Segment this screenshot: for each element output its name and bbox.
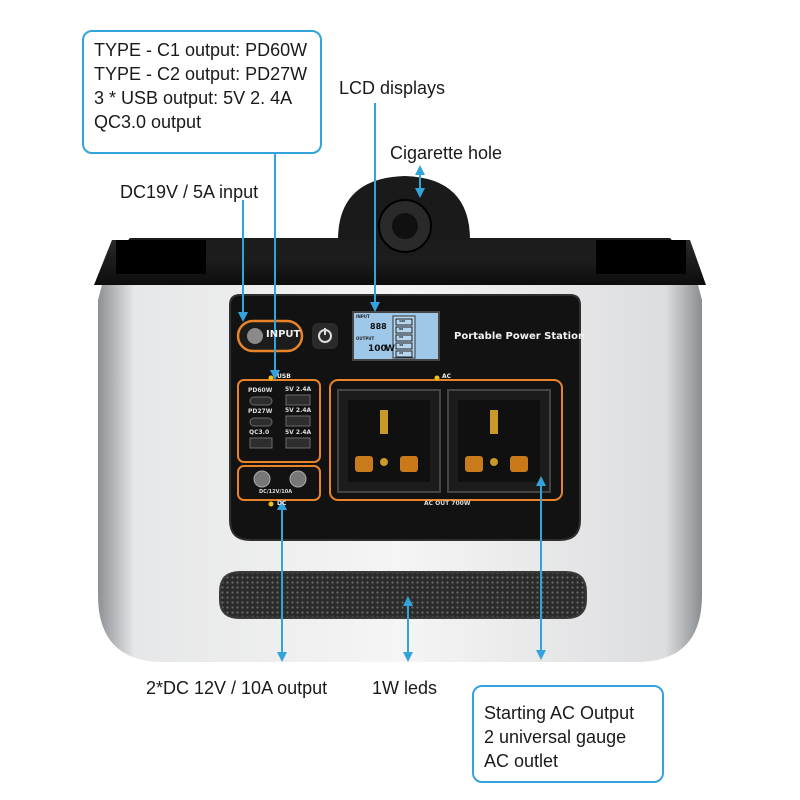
- usb-specs-callout: TYPE - C1 output: PD60W TYPE - C2 output…: [82, 30, 322, 154]
- cigarette-callout-label: Cigarette hole: [390, 143, 503, 163]
- usb-section-label: USB: [277, 373, 291, 380]
- lcd-level-20: 20: [399, 351, 404, 355]
- usb-c-port-1: [249, 396, 273, 406]
- usb-a-port-2: [285, 415, 311, 427]
- callout-arrowheads: [238, 165, 546, 662]
- usb-a-port-1: [285, 394, 311, 406]
- input-port: [247, 328, 263, 344]
- usb-spec-line-2: TYPE - C2 output: PD27W: [94, 64, 308, 84]
- qc3-label: QC3.0: [249, 429, 270, 436]
- leds-callout-label: 1W leds: [372, 678, 438, 698]
- callout-leaders: [242, 103, 542, 660]
- lcd-output-value: 100: [368, 344, 387, 354]
- pd60-label: PD60W: [248, 387, 273, 394]
- lcd-level-80: 80: [399, 327, 404, 331]
- usb-spec-line-3: 3 * USB output: 5V 2. 4A: [94, 88, 293, 108]
- lcd-input-value: 888: [370, 322, 387, 331]
- led-light-grille: [219, 571, 587, 619]
- lcd-level-100: 100: [399, 319, 406, 323]
- usb2-label: 5V 2.4A: [285, 407, 312, 414]
- ac-spec-line-1: Starting AC Output: [484, 703, 635, 723]
- ac-section-label: AC: [442, 373, 452, 380]
- dc-output-callout-label: 2*DC 12V / 10A output: [146, 678, 328, 698]
- usb-section-highlight: [237, 379, 321, 463]
- dc-port-1: [253, 470, 271, 488]
- lcd-output-unit: W: [385, 344, 395, 354]
- usb3-label: 5V 2.4A: [285, 429, 312, 436]
- input-button-label: INPUT: [266, 329, 301, 340]
- lcd-callout-label: LCD displays: [339, 78, 446, 98]
- lcd-level-40: 40: [399, 343, 404, 347]
- ac-spec-line-3: AC outlet: [484, 751, 559, 771]
- ac-section-highlight: [329, 379, 563, 501]
- power-button: [312, 323, 338, 349]
- usb-spec-line-1: TYPE - C1 output: PD60W: [94, 40, 308, 60]
- ac-outlet-2: [447, 389, 551, 493]
- ac-outlet-1: [337, 389, 441, 493]
- brand-text: Portable Power Station: [454, 331, 586, 342]
- ac-specs-callout: Starting AC Output 2 universal gauge AC …: [472, 685, 664, 783]
- dc-section-highlight: [237, 465, 321, 501]
- dc-input-callout-label: DC19V / 5A input: [120, 182, 259, 202]
- usb-a-port-qc: [249, 437, 273, 449]
- lcd-level-60: 60: [399, 335, 404, 339]
- usb-c-port-2: [249, 417, 273, 427]
- lcd-input-label: INPUT: [356, 314, 370, 319]
- dc-port-2: [289, 470, 307, 488]
- pd27-label: PD27W: [248, 408, 273, 415]
- lcd-output-label: OUTPUT: [356, 336, 375, 341]
- ac-spec-line-2: 2 universal gauge: [484, 727, 627, 747]
- usb1-label: 5V 2.4A: [285, 386, 312, 393]
- dc-port-label: DC/12V/10A: [259, 489, 293, 495]
- dc-section-label: DC: [277, 500, 287, 507]
- battery-level-bars: [395, 318, 413, 358]
- ac-out-label: AC OUT 700W: [424, 500, 471, 507]
- usb-spec-line-4: QC3.0 output: [94, 112, 202, 132]
- usb-a-port-3: [285, 437, 311, 449]
